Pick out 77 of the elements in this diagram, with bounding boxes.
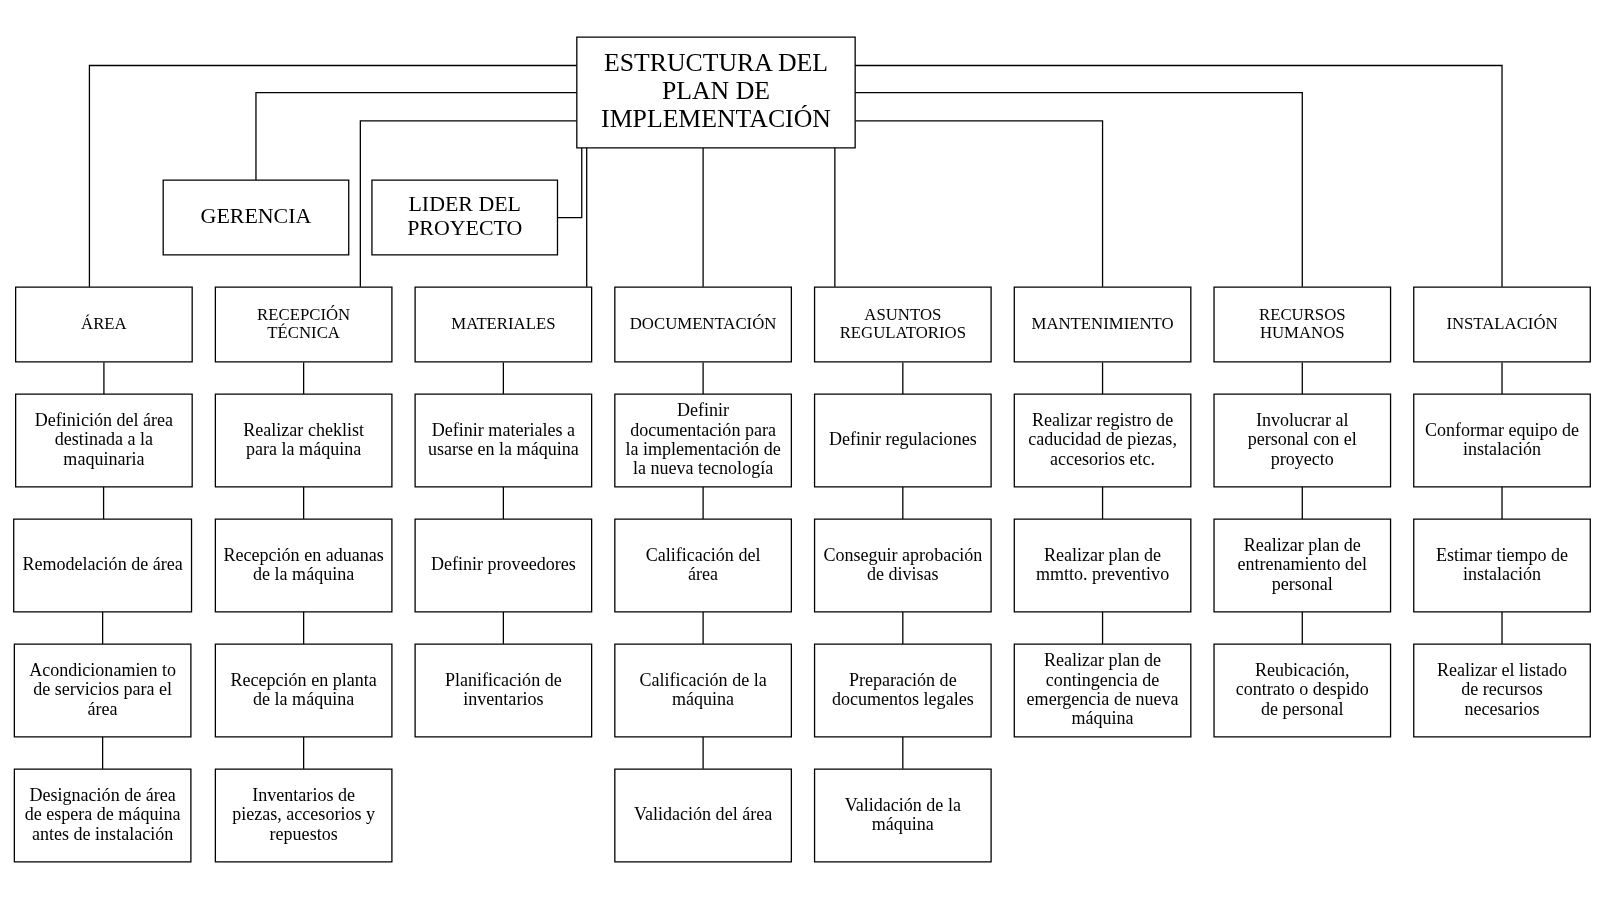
connector <box>1301 611 1303 645</box>
connector <box>1101 486 1104 520</box>
node-box: Reubicación, contrato o despido de personal <box>1213 643 1392 738</box>
node-box: RECEPCIÓN TÉCNICA <box>214 286 393 363</box>
node-box: Recepción en planta de la máquina <box>214 643 393 738</box>
connector <box>1101 361 1104 395</box>
node-box: Inventarios de piezas, accesorios y repuestos <box>214 768 393 863</box>
connector <box>101 611 104 645</box>
connector <box>854 64 1503 288</box>
node-box: Conformar equipo de instalación <box>1413 393 1591 488</box>
connector <box>502 486 504 520</box>
connector <box>702 147 704 288</box>
node-box: Realizar plan de entrenamiento del personal <box>1213 518 1392 613</box>
node-box: GERENCIA <box>162 179 350 256</box>
node-box: Estimar tiempo de instalación <box>1413 518 1591 613</box>
connector <box>902 486 904 520</box>
node-box: Definir materiales a usarse en la máquina <box>414 393 593 488</box>
node-box: Definir documentación para la implementación de la nueva tecnología <box>614 393 792 488</box>
connector <box>303 736 305 770</box>
node-box: Recepción en aduanas de la máquina <box>214 518 393 613</box>
connector <box>902 736 904 770</box>
node-box: Designación de área de espera de máquina antes de instalación <box>13 768 192 863</box>
connector <box>303 611 305 645</box>
node-box: Validación del área <box>614 768 792 863</box>
node-box: Realizar plan de contingencia de emergencia de nueva máquina <box>1013 643 1192 738</box>
connector <box>902 361 904 395</box>
node-box: Calificación de la máquina <box>614 643 792 738</box>
connector <box>586 147 588 288</box>
connector <box>702 611 704 645</box>
connector <box>1301 361 1303 395</box>
connector <box>359 120 578 288</box>
connector <box>101 736 104 770</box>
connector <box>854 91 1303 288</box>
node-box: Realizar registro de caducidad de piezas, accesorios etc. <box>1013 393 1192 488</box>
node-box: Planificación de inventarios <box>414 643 593 738</box>
node-box: Definir regulaciones <box>813 393 992 488</box>
node-box: LIDER DEL PROYECTO <box>371 179 559 256</box>
connector <box>1101 611 1104 645</box>
connector <box>1501 361 1503 395</box>
connector <box>854 120 1104 288</box>
connector <box>702 486 704 520</box>
node-box: Validación de la máquina <box>813 768 992 863</box>
node-box: Realizar plan de mmtto. preventivo <box>1013 518 1192 613</box>
node-box: Definir proveedores <box>414 518 593 613</box>
node-box: Calificación del área <box>614 518 792 613</box>
node-box: Remodelación de área <box>13 518 193 613</box>
node-box: Realizar el listado de recursos necesarios <box>1413 643 1591 738</box>
connector <box>702 736 704 770</box>
connector <box>1301 486 1303 520</box>
connector <box>502 361 504 395</box>
connector <box>88 64 578 288</box>
node-box: MATERIALES <box>414 286 593 363</box>
node-box: MANTENIMIENTO <box>1013 286 1192 363</box>
node-box: Preparación de documentos legales <box>813 643 992 738</box>
connector <box>303 486 305 520</box>
node-box: ASUNTOS REGULATORIOS <box>813 286 992 363</box>
connector <box>1501 486 1503 520</box>
connector <box>103 361 105 395</box>
node-box: Realizar cheklist para la máquina <box>214 393 393 488</box>
connector <box>902 611 904 645</box>
node-box: Involucrar al personal con el proyecto <box>1213 393 1392 488</box>
connector <box>556 147 583 219</box>
node-box: RECURSOS HUMANOS <box>1213 286 1392 363</box>
connector <box>834 147 836 288</box>
node-box: Acondicionamien to de servicios para el área <box>13 643 192 738</box>
node-box: INSTALACIÓN <box>1413 286 1591 363</box>
connector <box>702 361 704 395</box>
connector <box>303 361 305 395</box>
connector <box>102 486 105 520</box>
node-box: DOCUMENTACIÓN <box>614 286 792 363</box>
connector <box>255 91 578 181</box>
node-box: Definición del área destinada a la maquinaria <box>15 393 193 488</box>
node-box: ESTRUCTURA DEL PLAN DE IMPLEMENTACIÓN <box>576 36 856 149</box>
node-box: Conseguir aprobación de divisas <box>813 518 992 613</box>
connector <box>1501 611 1503 645</box>
node-box: ÁREA <box>15 286 193 363</box>
connector <box>502 611 504 645</box>
